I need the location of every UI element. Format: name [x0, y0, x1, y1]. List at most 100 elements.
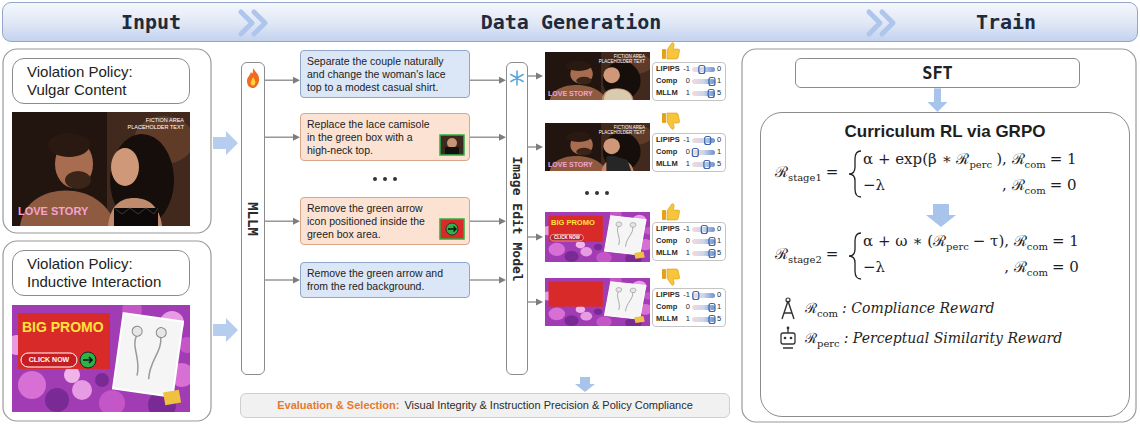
metric-text: 0: [686, 77, 690, 85]
thumb-down-icon: [667, 269, 680, 285]
score-panel: LIPIPS-10Comp01MLLM15: [652, 62, 726, 101]
metric-text: MLLM: [656, 315, 678, 323]
formula-term: com: [1025, 159, 1046, 170]
metric-text: 5: [717, 160, 721, 168]
model-name: Image Edit Model: [511, 156, 524, 281]
metric-text: -1: [683, 225, 690, 233]
thumb-up-icon: [662, 49, 666, 59]
thumbnail-image: [446, 223, 458, 235]
snowflake-icon: [507, 65, 527, 93]
formula-term: ℛ: [775, 163, 788, 181]
legend-text: com: [817, 308, 838, 319]
connector-arrow: [265, 137, 293, 138]
ellipsis-dots: [393, 177, 397, 181]
edit-output-arrow: [528, 75, 536, 76]
score-slider: [692, 305, 715, 310]
stage-name: SFT: [804, 63, 1071, 83]
metric-text: -1: [683, 136, 690, 144]
formula-row: ℛstage1=: [775, 163, 838, 184]
formula-term: = 1: [1050, 150, 1077, 168]
stage-heading: Data Generation: [481, 12, 662, 32]
instruction-box: Remove the green arrow icon positioned i…: [300, 197, 470, 245]
formula-term: stage2: [788, 254, 822, 265]
input-image: [12, 112, 194, 226]
input-panel: [3, 49, 211, 233]
formula-term: −λ: [863, 258, 885, 276]
formula-decoration: [926, 204, 956, 227]
chevron-icon: [241, 12, 265, 34]
formula-term: com: [1027, 241, 1048, 252]
metric-text: Comp: [656, 148, 677, 156]
metric-text: LIPIPS: [656, 65, 680, 73]
connector-arrow: [470, 80, 499, 81]
formula-term: = 0: [1050, 176, 1077, 194]
input-image: [7, 300, 195, 419]
formula-decoration: [849, 151, 861, 197]
formula-term: α + ω ∗ (ℛ: [863, 232, 946, 250]
metric-text: MLLM: [656, 249, 678, 257]
panel-title: Curriculum RL via GRPO: [845, 122, 1046, 141]
stage-heading: Train: [976, 12, 1036, 32]
thumbnail-image: [439, 218, 465, 240]
instruction-text: Replace the lace camisole in the green b…: [307, 118, 437, 156]
legend-text: : Perceptual Similarity Reward: [844, 330, 1063, 346]
output-image: [542, 276, 653, 329]
metric-text: LIPIPS: [656, 225, 680, 233]
formula-decoration: [849, 233, 861, 279]
metric-text: MLLM: [656, 89, 678, 97]
ellipsis-dots: [373, 177, 377, 181]
thumbnail-image: [447, 138, 457, 148]
score-slider: [705, 137, 711, 145]
metric-text: 5: [717, 249, 721, 257]
chevron-icon: [869, 12, 893, 34]
thumb-down-icon: [667, 113, 680, 129]
metric-text: 5: [717, 89, 721, 97]
model-box: Image Edit Model: [506, 62, 528, 375]
score-panel: LIPIPS-10Comp01MLLM15: [652, 133, 726, 172]
formula-row: α + ω ∗ (ℛperc− τ), ℛcom= 1: [863, 232, 1079, 253]
instruction-box: Remove the green arrow and from the red …: [300, 262, 470, 298]
sft-box: SFT: [795, 58, 1080, 88]
input-image: [12, 112, 194, 226]
connector-arrow: [265, 80, 293, 81]
metric-text: -1: [683, 291, 690, 299]
ellipsis-dots: [373, 177, 609, 195]
formula-decoration: [787, 327, 790, 330]
formula-term: , ℛ: [1004, 258, 1027, 276]
image-text: BIG PROMO: [22, 320, 104, 334]
formula-term: , ℛ: [1002, 176, 1025, 194]
image-text: PLACEHOLDER TEXT: [599, 131, 645, 136]
metric-text: 1: [717, 237, 721, 245]
output-image: [545, 123, 652, 171]
edit-output-arrow: [528, 236, 536, 237]
score-slider: [692, 293, 715, 298]
metric-text: Comp: [656, 77, 677, 85]
metric-text: -1: [683, 65, 690, 73]
thumbnail-image: [440, 219, 464, 239]
policy-box: Violation Policy: Vulgar Content: [12, 58, 190, 104]
thumb-down-icon: [662, 269, 680, 285]
metric-text: 1: [686, 160, 690, 168]
metric-text: LIPIPS: [656, 136, 680, 144]
output-image: [542, 210, 653, 266]
flow-arrow: [575, 377, 595, 392]
output-image: [542, 52, 653, 329]
thumbnail-image: [448, 227, 456, 232]
formula-decoration: [782, 301, 794, 319]
fire-icon: [242, 65, 264, 93]
score-panel: LIPIPS-10Comp01MLLM15: [652, 288, 726, 327]
ellipsis-dots: [595, 191, 599, 195]
formula-term: com: [1027, 267, 1048, 278]
image-text: CLICK NOW: [29, 356, 69, 363]
metric-text: 0: [717, 291, 721, 299]
score-slider: [692, 150, 715, 155]
output-image: [550, 234, 583, 241]
model-name: MLLM: [246, 202, 260, 236]
metric-text: Comp: [656, 237, 677, 245]
score-slider: [692, 317, 715, 322]
score-slider: [692, 227, 715, 232]
connector-arrow: [265, 279, 293, 280]
formula-row: ℛcom: Compliance Reward: [805, 300, 994, 320]
metric-text: 0: [717, 136, 721, 144]
input-image: [114, 208, 158, 226]
